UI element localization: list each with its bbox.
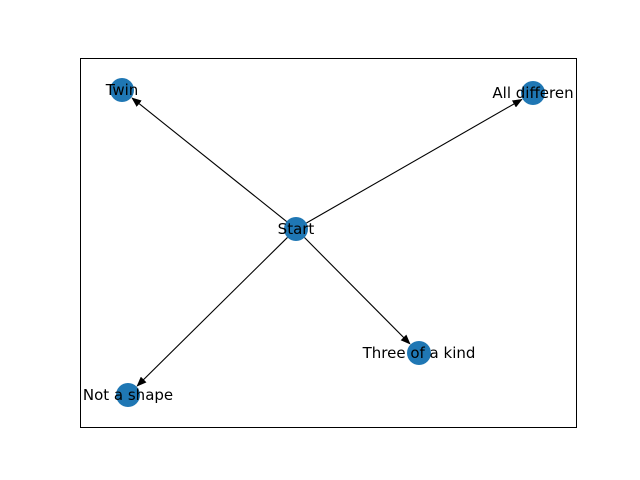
node-label-three-of-a-kind: Three of a kind <box>362 344 476 362</box>
edges-layer <box>131 97 523 387</box>
nodes-layer <box>110 78 545 407</box>
node-label-twin: Twin <box>105 81 139 99</box>
edge-start-to-all_different <box>306 98 523 224</box>
node-label-start: Start <box>278 220 315 238</box>
node-all-different <box>521 81 545 105</box>
node-not-a-shape <box>116 383 140 407</box>
edge-start-to-not_a_shape <box>136 237 288 387</box>
node-label-all-different: All differen <box>492 84 573 102</box>
node-start <box>284 217 308 241</box>
node-label-not-a-shape: Not a shape <box>83 386 173 404</box>
plot-frame <box>80 58 577 428</box>
node-three-of-a-kind <box>407 341 431 365</box>
node-twin <box>110 78 134 102</box>
edge-start-to-three_of_a_kind <box>304 237 411 345</box>
edge-start-to-twin <box>131 97 287 222</box>
